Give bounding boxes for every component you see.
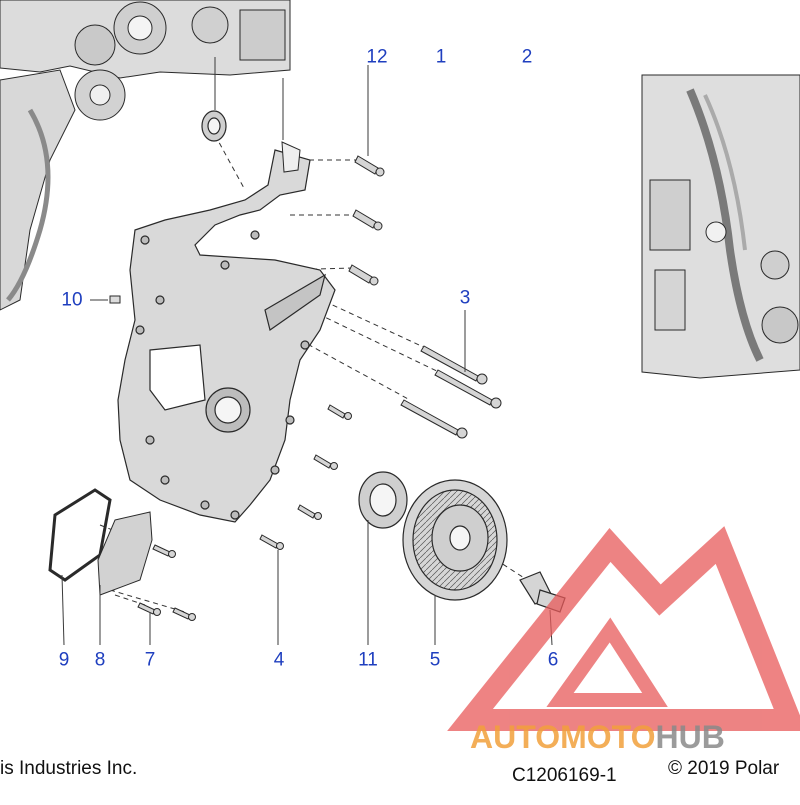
timing-cover: [117, 149, 336, 523]
long-bolts-3: [400, 345, 502, 439]
copyright-text: © 2019 Polar: [668, 758, 780, 779]
callout-9[interactable]: 9: [58, 649, 70, 671]
callout-11[interactable]: 11: [358, 649, 378, 671]
bolts-7: [137, 544, 196, 621]
callout-6[interactable]: 6: [547, 649, 559, 671]
camshaft-seal: [201, 110, 227, 142]
callout-1[interactable]: 1: [435, 46, 447, 68]
crankshaft-pulley: [402, 479, 508, 601]
crankshaft-seal: [358, 471, 408, 529]
callout-12[interactable]: 12: [366, 46, 388, 68]
callout-3[interactable]: 3: [459, 287, 471, 309]
dowel-pin: [109, 295, 121, 304]
diagram-code: C1206169-1: [512, 765, 617, 786]
callout-8[interactable]: 8: [94, 649, 106, 671]
callout-10[interactable]: 10: [61, 289, 83, 311]
bolts-12: [348, 155, 385, 286]
access-cover-plate: [97, 511, 153, 596]
cover-gasket: [281, 141, 301, 173]
pulley-bolt: [519, 571, 566, 613]
bolts-4: [259, 404, 352, 550]
callout-leaders: [61, 57, 553, 646]
callout-2[interactable]: 2: [521, 46, 533, 68]
footer-left-text: is Industries Inc.: [0, 758, 138, 779]
engine-background-left: [0, 0, 291, 311]
callout-7[interactable]: 7: [144, 649, 156, 671]
callout-4[interactable]: 4: [273, 649, 285, 671]
callout-5[interactable]: 5: [429, 649, 441, 671]
engine-background-right: [641, 74, 800, 379]
